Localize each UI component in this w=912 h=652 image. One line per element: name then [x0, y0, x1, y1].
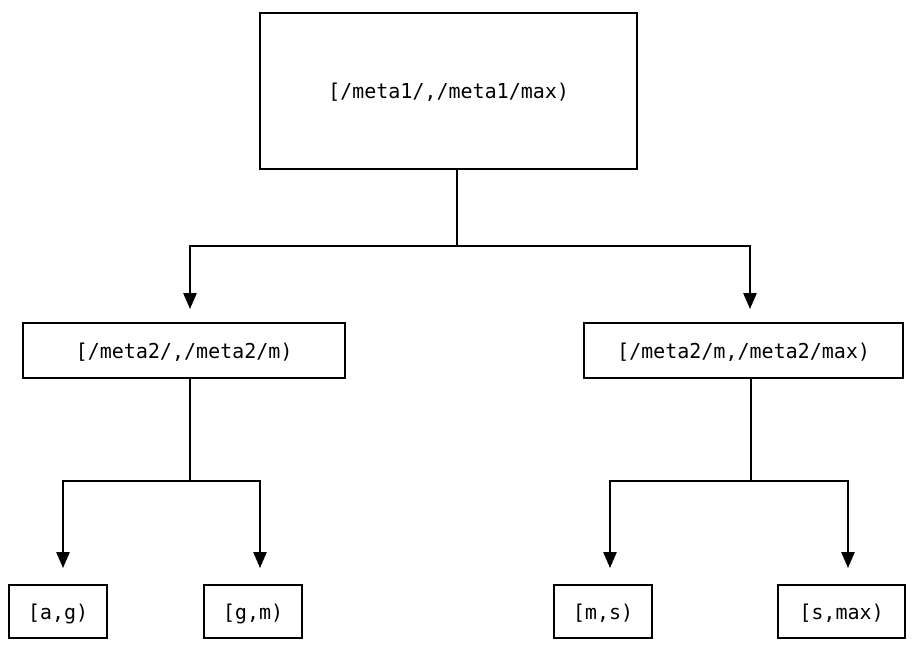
- arrowhead-left-mid: [183, 293, 197, 309]
- tree-node-leaf-gm: [g,m): [203, 584, 303, 639]
- tree-node-leaf-gm-label: [g,m): [222, 599, 284, 624]
- arrowhead-leaf-smax: [841, 552, 855, 568]
- tree-node-left-mid-label: [/meta2/,/meta2/m): [75, 338, 293, 363]
- tree-node-leaf-ms: [m,s): [553, 584, 653, 639]
- tree-node-leaf-smax: [s,max): [777, 584, 906, 639]
- tree-node-leaf-ag: [a,g): [8, 584, 108, 639]
- tree-node-leaf-ag-label: [a,g): [27, 599, 89, 624]
- tree-node-leaf-smax-label: [s,max): [799, 599, 884, 624]
- tree-node-root: [/meta1/,/meta1/max): [259, 12, 638, 170]
- arrowhead-leaf-ms: [603, 552, 617, 568]
- arrowhead-leaf-gm: [253, 552, 267, 568]
- arrowhead-leaf-ag: [56, 552, 70, 568]
- arrowhead-right-mid: [743, 293, 757, 309]
- tree-node-right-mid: [/meta2/m,/meta2/max): [583, 322, 904, 379]
- tree-node-right-mid-label: [/meta2/m,/meta2/max): [617, 338, 870, 363]
- tree-node-root-label: [/meta1/,/meta1/max): [328, 79, 569, 103]
- tree-node-leaf-ms-label: [m,s): [572, 599, 634, 624]
- tree-node-left-mid: [/meta2/,/meta2/m): [22, 322, 346, 379]
